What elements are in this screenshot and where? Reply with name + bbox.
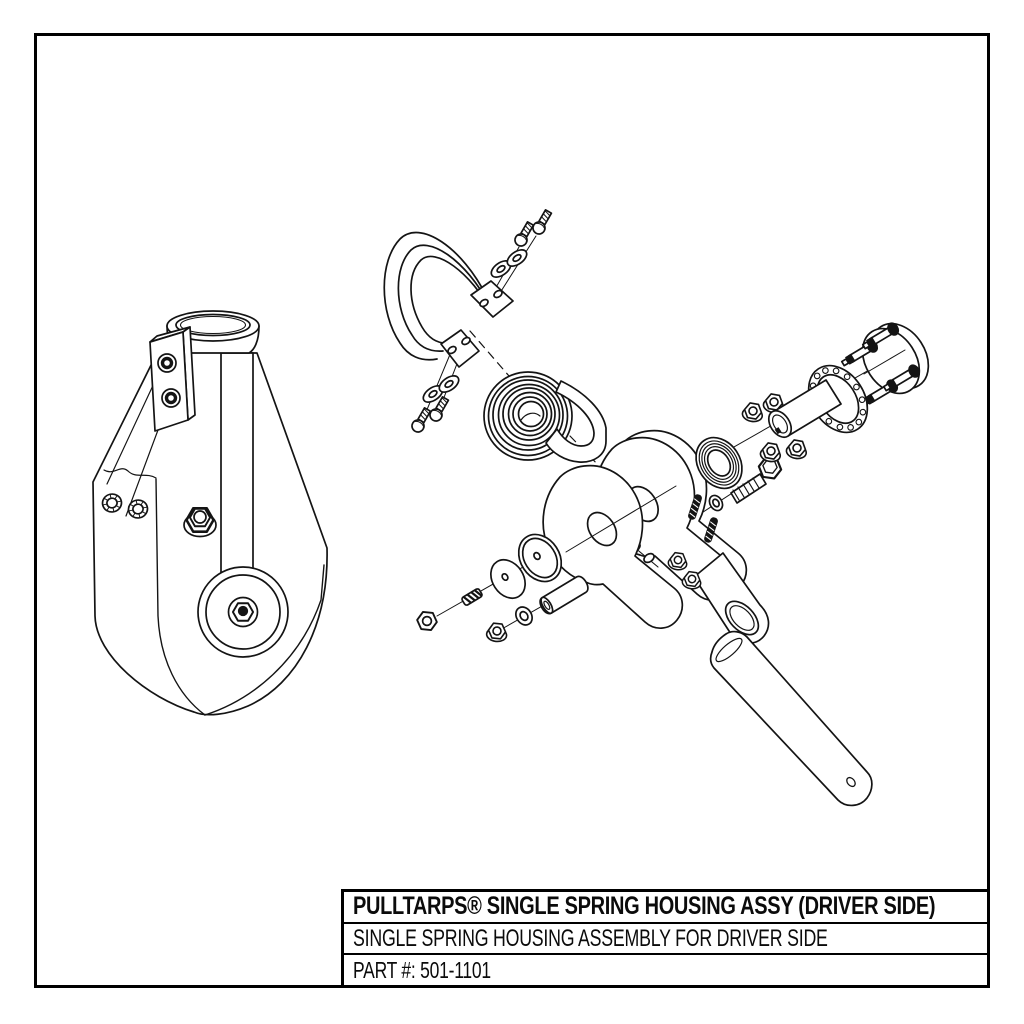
- assembled-view: [92, 310, 328, 716]
- hex-bolt: [730, 455, 784, 504]
- drawing-title: PULLTARPS® SINGLE SPRING HOUSING ASSY (D…: [353, 892, 936, 921]
- cover-screws-washers-top: [487, 207, 555, 282]
- housing-cover-plate: [542, 464, 684, 630]
- small-washer: [515, 606, 533, 626]
- threaded-stud: [461, 588, 483, 606]
- coiled-flat-spring: [483, 371, 607, 463]
- hex-bolt-small: [415, 610, 439, 632]
- axle-tube: [709, 630, 873, 807]
- title-block-row-part-number: PART #: 501-1101: [344, 955, 987, 986]
- bearing-flange-hub: [767, 364, 869, 439]
- end-cap-with-studs: [838, 320, 930, 410]
- arbor-cap-disc: [517, 533, 563, 583]
- axis-overlay: [863, 349, 906, 375]
- bracket-hole: [161, 388, 181, 408]
- keyway-notch: [774, 427, 782, 435]
- tube-socket-exploded: [693, 552, 770, 645]
- spacer-bushing: [539, 575, 589, 615]
- spacer-hardware: [486, 575, 589, 643]
- axis-overlay: [565, 485, 677, 553]
- axle-hardware: [415, 533, 563, 632]
- alignment-dashes: [469, 330, 605, 472]
- exploded-view: [383, 207, 930, 807]
- title-block: PULLTARPS® SINGLE SPRING HOUSING ASSY (D…: [341, 889, 990, 988]
- cover-screws-washers-bottom: [408, 371, 463, 436]
- spring-cover-strap: [383, 231, 514, 368]
- mounting-bracket: [149, 326, 196, 432]
- flanged-nut: [486, 623, 508, 643]
- drawing-description: SINGLE SPRING HOUSING ASSEMBLY FOR DRIVE…: [353, 924, 828, 952]
- bearing-ring: [695, 436, 743, 490]
- spring-hub: [197, 566, 289, 658]
- title-block-row-description: SINGLE SPRING HOUSING ASSEMBLY FOR DRIVE…: [344, 923, 987, 956]
- drawing-part-number: PART #: 501-1101: [353, 956, 491, 983]
- title-block-row-title: PULLTARPS® SINGLE SPRING HOUSING ASSY (D…: [344, 892, 987, 924]
- hex-washer: [708, 494, 724, 512]
- tube-pin-hole: [846, 776, 856, 788]
- pivot-nut: [183, 507, 217, 538]
- bracket-hole: [157, 353, 177, 373]
